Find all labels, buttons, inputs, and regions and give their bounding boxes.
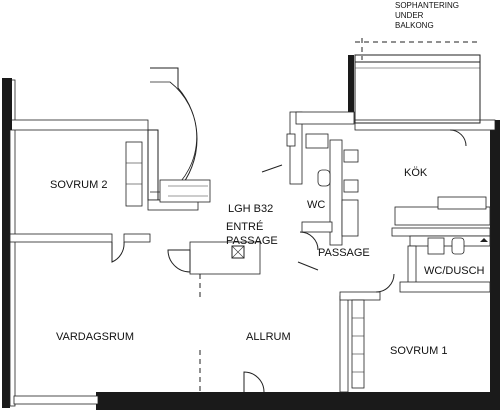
room-label-vardagsrum: VARDAGSRUM bbox=[56, 331, 134, 343]
interior-walls bbox=[9, 111, 491, 393]
outer-walls bbox=[2, 78, 500, 410]
room-label-kok: KÖK bbox=[404, 167, 428, 179]
balcony bbox=[348, 38, 481, 124]
room-label-wc: WC bbox=[307, 199, 325, 211]
curved-stair-wall bbox=[147, 67, 198, 201]
room-label-passage-entry: PASSAGE bbox=[226, 235, 278, 247]
room-label-sovrum1: SOVRUM 1 bbox=[390, 345, 447, 357]
annotation-balcony-line2: UNDER bbox=[395, 11, 424, 20]
fixtures bbox=[286, 133, 488, 255]
room-label-passage-center: PASSAGE bbox=[318, 247, 370, 259]
annotation-balcony-line3: BALKONG bbox=[395, 21, 434, 30]
doors bbox=[111, 129, 467, 393]
annotation-balcony-line1: SOPHANTERING bbox=[395, 1, 459, 10]
unit-label: LGH B32 bbox=[228, 203, 273, 215]
room-label-allrum: ALLRUM bbox=[246, 331, 291, 343]
room-labels: SOPHANTERING UNDER BALKONG SOVRUM 2 KÖK … bbox=[50, 1, 485, 357]
room-label-sovrum2: SOVRUM 2 bbox=[50, 179, 107, 191]
room-label-wc-dusch: WC/DUSCH bbox=[424, 265, 485, 277]
room-label-entre: ENTRÉ bbox=[226, 220, 263, 233]
